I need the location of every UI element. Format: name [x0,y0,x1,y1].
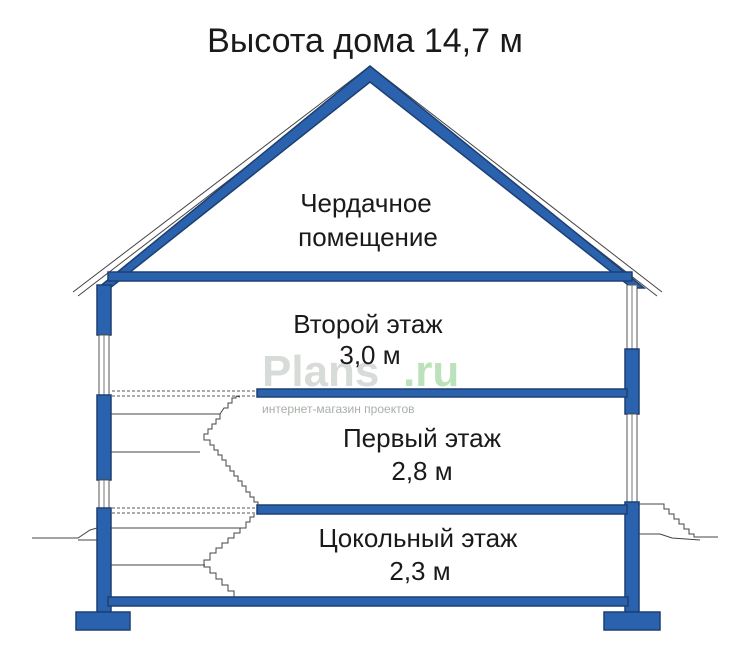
roof-left-outer-edge [72,65,371,293]
right-wall-segment [624,348,640,415]
lower-staircase [111,514,255,597]
attic-label-line1: Чердачное [300,188,432,218]
upper-staircase [111,395,259,506]
roof [72,65,663,297]
left-wall-segment [96,394,112,481]
second-floor-slab [256,388,628,398]
right-wall-segment [624,501,640,613]
basement-floor-slab [107,596,629,607]
house-height-title: Высота дома 14,7 м [207,22,523,60]
left-wall [75,284,131,631]
second-floor-name: Второй этаж [293,309,443,339]
left-foundation [75,611,131,631]
basement-name: Цокольный этаж [319,523,519,553]
second-floor-height: 3,0 м [339,340,400,370]
roof-right-outer-edge [369,65,663,293]
roof-rafters [95,65,647,289]
watermark-tagline: интернет-магазин проектов [262,402,415,416]
attic-floor-slab [107,271,633,282]
attic-label-line2: помещение [298,222,438,252]
first-floor-slab [256,504,628,515]
ground-right-steps [639,503,718,541]
left-wall-segment [96,284,112,336]
right-foundation [603,611,661,631]
basement-height: 2,3 м [389,556,450,586]
watermark-brand: Plans [262,347,379,396]
right-wall [603,284,661,631]
ground-left [32,527,98,539]
first-floor-name: Первый этаж [343,423,502,453]
first-floor-height: 2,8 м [391,456,452,486]
watermark: Plans .ru интернет-магазин проектов [262,347,459,416]
watermark-tld: .ru [403,347,459,396]
